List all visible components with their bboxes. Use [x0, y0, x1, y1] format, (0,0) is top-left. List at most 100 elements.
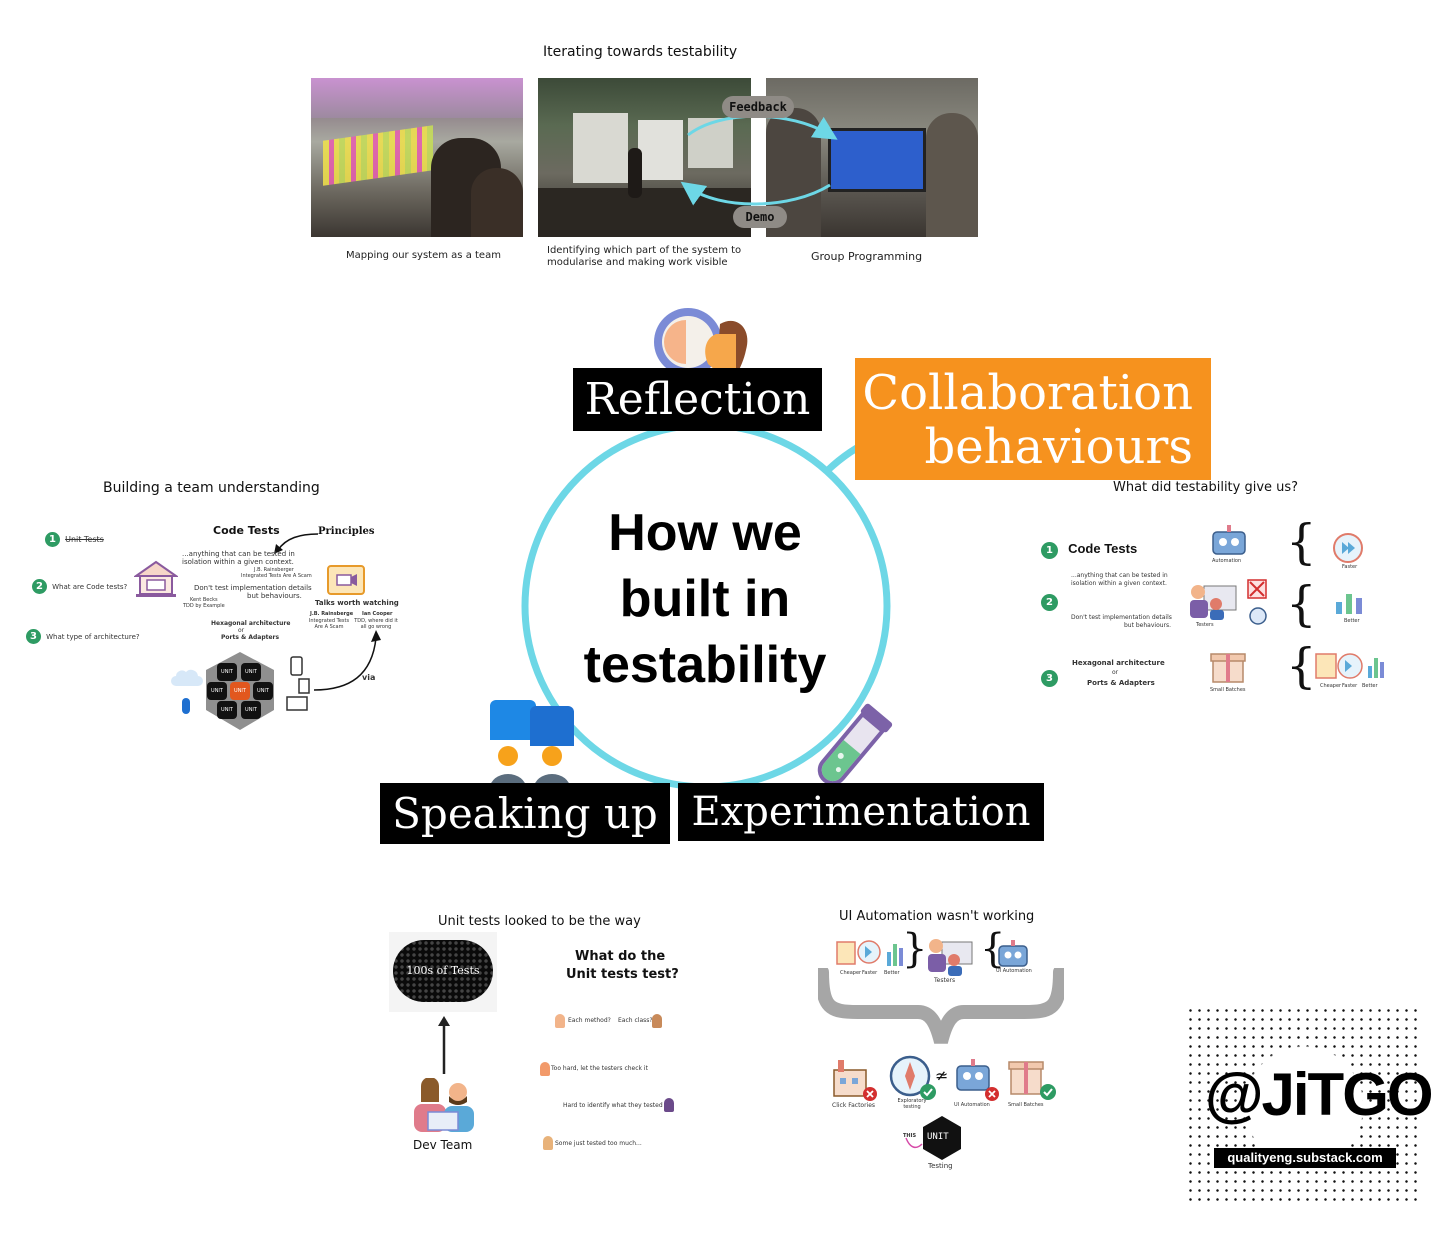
left-step-1: 1 Unit Tests — [45, 527, 104, 547]
feedback-pill: Feedback — [722, 96, 794, 118]
left-principles: Principles — [318, 526, 375, 537]
answer-each-class: Each class? — [618, 1017, 653, 1024]
cheaper-faster-better-icons — [836, 940, 903, 966]
tests-cloud — [393, 940, 493, 1002]
left-talk1-author: J.B. Rainsberge — [310, 611, 354, 617]
right-badge-2: 2 — [1041, 594, 1058, 611]
caption-group: Group Programming — [811, 250, 923, 263]
right-step-2: 2 — [1041, 590, 1058, 611]
left-talk2-title: TDD, where did it all go wrong — [354, 618, 398, 630]
center-title: How we built in testability — [560, 500, 850, 698]
caption-mapping: Mapping our system as a team — [346, 250, 501, 261]
br-cheaper: Cheaper — [840, 970, 862, 976]
right-faster-2: Faster — [1342, 683, 1358, 689]
person-avatar — [540, 1062, 550, 1076]
left-quote2-a: Don't test implementation details — [194, 584, 312, 592]
br-robot-icon — [998, 940, 1028, 967]
left-quote2-source: TDD by Example — [183, 603, 225, 609]
unit-cell: UNIT — [207, 682, 227, 700]
left-q-architecture: What type of architecture? — [46, 633, 140, 641]
left-badge-3: 3 — [26, 629, 41, 644]
left-quote1-b: isolation within a given context. — [182, 558, 294, 566]
left-code-tests-heading: Code Tests — [213, 524, 280, 537]
collaboration-line1: Collaboration — [862, 365, 1193, 421]
center-title-line3: testability — [583, 636, 827, 694]
brace-1: { — [1286, 514, 1317, 570]
demo-label: Demo — [745, 210, 775, 224]
person-avatar — [664, 1098, 674, 1112]
unit-cell: UNIT — [241, 701, 261, 719]
left-ports: Ports & Adapters — [221, 634, 280, 641]
left-talk2-author: Ian Cooper — [362, 611, 393, 617]
fast-forward-icon — [1333, 533, 1363, 563]
unit-honeycomb: UNIT UNIT UNIT UNIT UNIT UNIT UNIT — [205, 663, 275, 723]
tests-cloud-label: 100s of Tests — [406, 964, 480, 977]
brand-splatter — [1186, 1006, 1422, 1206]
person-avatar — [543, 1136, 553, 1150]
via-arrow — [313, 630, 381, 691]
caption-identifying: Identifying which part of the system to … — [547, 245, 742, 268]
right-section-title: What did testability give us? — [1113, 480, 1299, 495]
br-testers: Testers — [934, 977, 956, 984]
ui-automation-robot-icon — [956, 1059, 999, 1101]
br-better: Better — [884, 970, 900, 976]
br-testing: Testing — [928, 1162, 953, 1170]
unit-cell: UNIT — [217, 663, 237, 681]
br-faster: Faster — [862, 970, 878, 976]
photo-identifying-work — [538, 78, 751, 237]
left-badge-2: 2 — [32, 579, 47, 594]
left-step-3: 3 What type of architecture? — [26, 624, 140, 644]
top-section-title: Iterating towards testability — [543, 44, 738, 60]
principles-arrow — [274, 533, 319, 554]
left-q-code-tests: What are Code tests? — [52, 583, 128, 591]
video-call-icon — [327, 565, 365, 595]
left-quote2-author: Kent Becks — [190, 597, 218, 603]
left-quote1-a: ...anything that can be tested in — [182, 550, 295, 558]
center-title-line1: How we — [608, 504, 802, 562]
dev-to-tests-arrow — [438, 1016, 450, 1074]
left-unit-tests-struck: Unit Tests — [65, 535, 104, 544]
unit-question-line1: What do the — [575, 949, 666, 964]
left-quote1-author: J.B. Rainsberger — [254, 567, 294, 573]
tests-cloud-frame: 100s of Tests — [389, 932, 497, 1012]
unit-question-line2: Unit tests test? — [566, 967, 679, 982]
left-via: via — [362, 673, 376, 682]
left-talks: Talks worth watching — [315, 599, 399, 607]
library-icon — [134, 560, 178, 597]
testers-icon — [1190, 585, 1237, 620]
test-tube-icon — [817, 703, 893, 786]
right-step-1: 1 Code Tests — [1041, 538, 1137, 559]
right-faster-1: Faster — [1342, 564, 1358, 570]
unit-cell: UNIT — [241, 663, 261, 681]
devices-icon — [286, 656, 310, 711]
right-testers: Testers — [1196, 622, 1214, 628]
unit-cell: UNIT — [253, 682, 273, 700]
left-badge-1: 1 — [45, 532, 60, 547]
person-avatar — [555, 1014, 565, 1028]
unit-cell-core: UNIT — [230, 682, 250, 700]
left-section-title: Building a team understanding — [103, 480, 320, 496]
left-quote2-b: but behaviours. — [247, 592, 302, 600]
big-grey-brace — [818, 968, 1064, 1044]
brand-url: qualityeng.substack.com — [1214, 1148, 1396, 1168]
br-small-batches: Small Batches — [1008, 1102, 1044, 1108]
dev-team-icon — [414, 1078, 474, 1132]
center-title-line2: built in — [619, 570, 791, 628]
right-or: or — [1112, 669, 1119, 676]
robot-icon — [1212, 525, 1246, 555]
dev-team-label: Dev Team — [413, 1138, 473, 1152]
ui-automation-section-title: UI Automation wasn't working — [839, 909, 1035, 924]
feedback-label: Feedback — [729, 100, 787, 114]
demo-arrow — [680, 181, 831, 206]
br-testers-icon — [928, 939, 973, 976]
collaboration-label: Collaboration behaviours — [855, 358, 1211, 480]
benefits-icons — [1315, 653, 1384, 679]
person-avatar — [652, 1014, 662, 1028]
cloud-icon — [171, 669, 203, 686]
left-talk1-title: Integrated Tests Are A Scam — [308, 618, 350, 630]
right-quote2-b: but behaviours. — [1124, 622, 1172, 629]
br-unit: UNIT — [927, 1132, 949, 1142]
database-icon — [182, 698, 190, 714]
demo-pill: Demo — [733, 206, 787, 228]
right-hex-arch: Hexagonal architecture — [1072, 659, 1165, 667]
